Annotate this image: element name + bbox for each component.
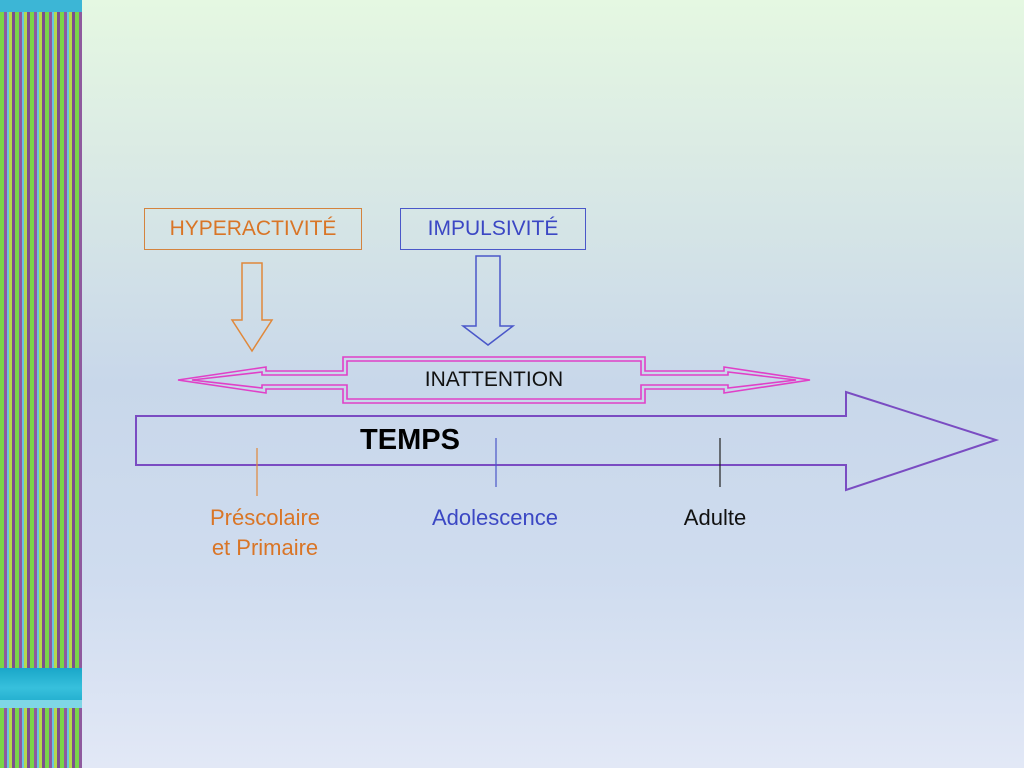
inattention-label: INATTENTION	[424, 368, 564, 391]
inattention-double-arrow	[177, 356, 811, 404]
decorative-side-band-accent	[0, 700, 82, 708]
stage-adulte: Adulte	[660, 503, 770, 533]
stage-adolescence: Adolescence	[395, 503, 595, 533]
stage-prescolaire: Préscolaire et Primaire	[180, 503, 350, 563]
impulsivite-label: IMPULSIVITÉ	[427, 217, 559, 240]
hyperactivite-box: HYPERACTIVITÉ	[144, 208, 362, 250]
hyperactivite-label: HYPERACTIVITÉ	[169, 217, 337, 240]
impulsivite-down-arrow	[460, 255, 516, 346]
time-arrow	[135, 390, 1000, 492]
stage-prescolaire-label: Préscolaire et Primaire	[209, 505, 321, 560]
hyperactivite-down-arrow	[230, 262, 274, 353]
impulsivite-box: IMPULSIVITÉ	[400, 208, 586, 250]
stage-adulte-label: Adulte	[683, 505, 747, 530]
temps-label: TEMPS	[360, 424, 460, 456]
decorative-side-stripe	[0, 0, 82, 768]
stage-adolescence-label: Adolescence	[432, 505, 558, 530]
